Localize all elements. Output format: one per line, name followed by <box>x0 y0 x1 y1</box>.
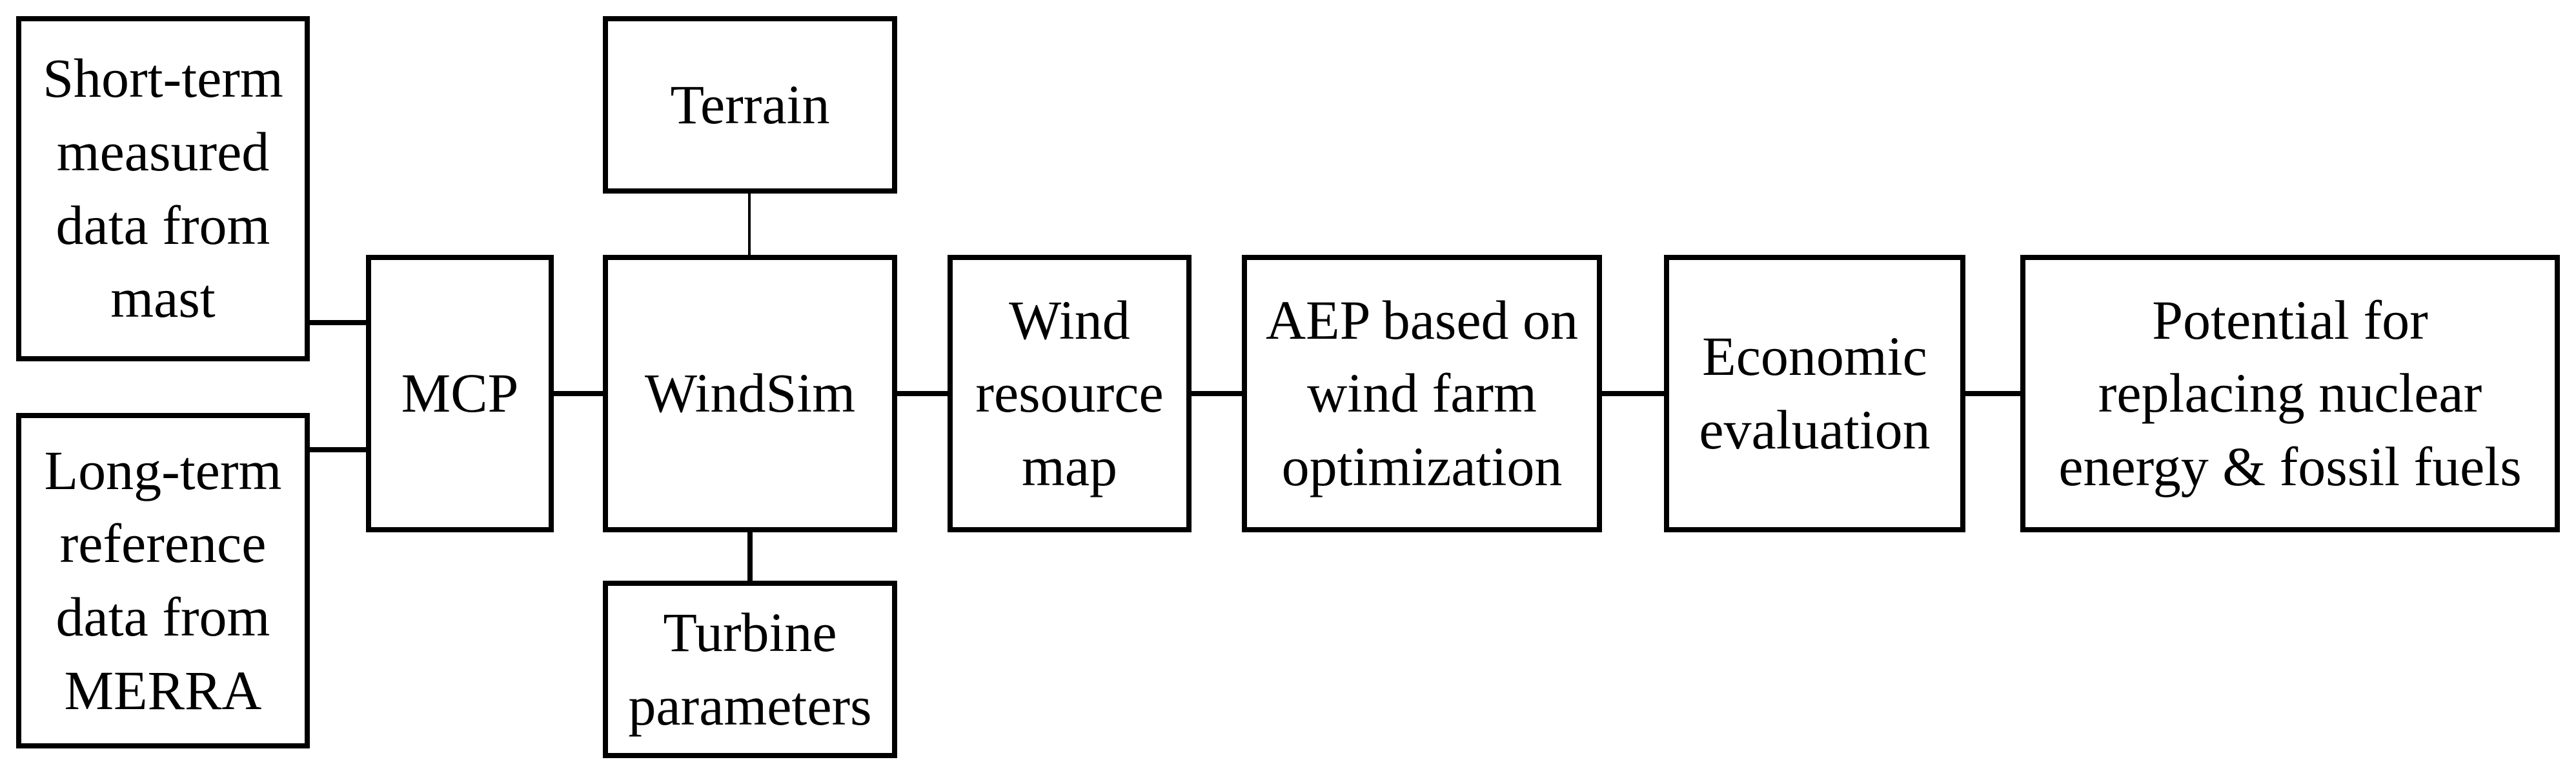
connector-mcp-to-windsim <box>554 391 603 396</box>
node-aep-wind-farm-optimization: AEP based on wind farm optimization <box>1242 255 1602 532</box>
connector-merra-to-mcp <box>310 447 366 452</box>
node-windsim: WindSim <box>603 255 897 532</box>
node-wind-resource-map: Wind resource map <box>948 255 1192 532</box>
node-mcp: MCP <box>366 255 554 532</box>
connector-windsim-to-turbine-parameters <box>747 532 753 581</box>
connector-aep-to-economic-evaluation <box>1602 391 1664 396</box>
node-terrain: Terrain <box>603 16 897 194</box>
connector-mast-to-mcp <box>310 320 366 325</box>
connector-economic-evaluation-to-potential <box>1965 391 2020 396</box>
connector-wind-resource-map-to-aep <box>1192 391 1242 396</box>
connector-terrain-to-windsim <box>748 194 751 255</box>
connector-windsim-to-wind-resource-map <box>897 391 948 396</box>
node-short-term-measured-data: Short-term measured data from mast <box>16 16 310 361</box>
node-long-term-reference-data: Long-term reference data from MERRA <box>16 413 310 748</box>
node-replacement-potential: Potential for replacing nuclear energy &… <box>2020 255 2560 532</box>
node-economic-evaluation: Economic evaluation <box>1664 255 1965 532</box>
node-turbine-parameters: Turbine parameters <box>603 581 897 758</box>
